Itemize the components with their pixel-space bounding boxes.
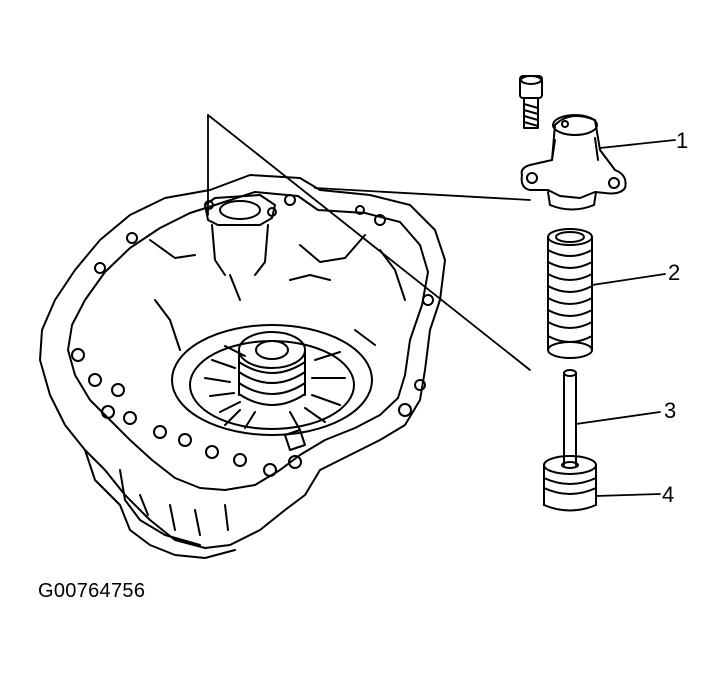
callout-3: 3 [664,398,677,423]
accumulator-pin [563,369,577,466]
accumulator-piston [543,455,597,512]
callout-2: 2 [668,260,681,285]
transmission-case [39,174,446,559]
accumulator-cover [520,114,627,211]
inset-bracket [207,114,531,371]
callout-1: 1 [676,128,689,153]
cover-bolt [519,75,543,129]
accumulator-spring [547,228,593,359]
leader-lines [575,139,676,497]
callout-4: 4 [662,482,675,507]
figure-id: G00764756 [38,580,146,602]
